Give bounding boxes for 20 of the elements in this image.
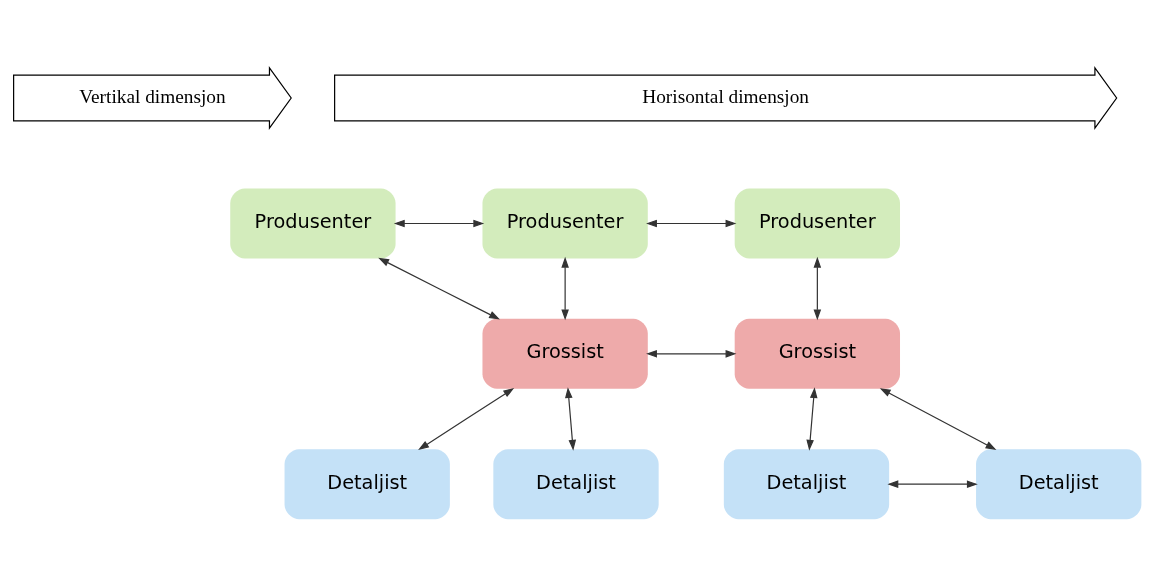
node-box: Detaljist — [493, 448, 659, 519]
arrow — [646, 349, 737, 358]
arrow — [813, 256, 822, 320]
arrow — [565, 386, 577, 451]
arrow — [806, 386, 818, 451]
node-box: Produsenter — [482, 188, 648, 258]
arrow — [378, 257, 500, 320]
node-box: Detaljist — [723, 448, 890, 519]
node-box: Detaljist — [284, 448, 450, 519]
arrow — [646, 219, 737, 227]
arrow — [393, 219, 485, 227]
arrow — [887, 479, 978, 488]
node-box: Produsenter — [230, 188, 396, 258]
arrow — [879, 387, 997, 450]
arrow — [561, 256, 569, 320]
node-box: Produsenter — [734, 188, 900, 258]
node-box: Grossist — [482, 318, 648, 389]
node-box: Grossist — [734, 318, 900, 389]
arrow — [418, 387, 515, 450]
node-box: Detaljist — [976, 448, 1142, 519]
